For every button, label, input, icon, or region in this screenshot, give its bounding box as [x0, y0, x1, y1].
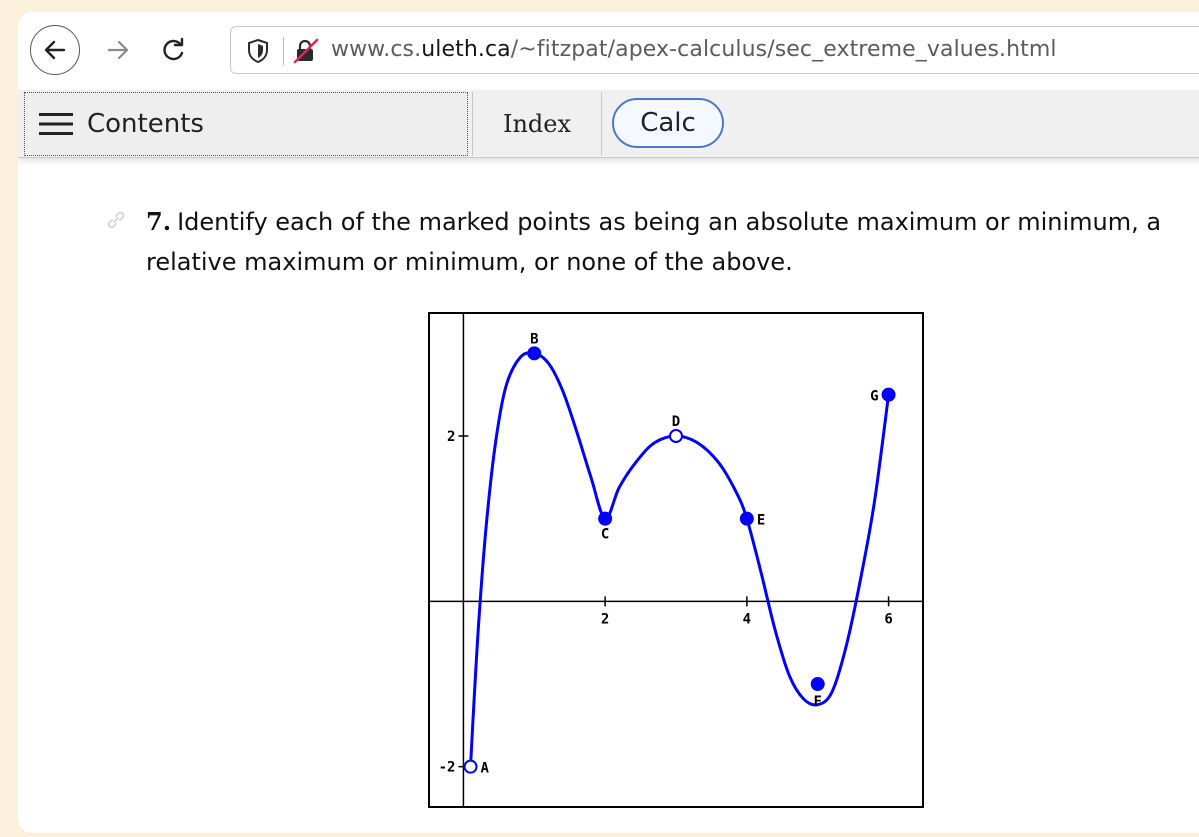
- permalink-icon[interactable]: [104, 208, 128, 232]
- shield-icon[interactable]: [247, 39, 269, 63]
- function-graph: 2 4 6 2 -2 A B C D E F G: [428, 312, 924, 808]
- plot-frame: [428, 312, 924, 808]
- url-path: /~fitzpat/apex-calculus/sec_extreme_valu…: [510, 37, 1057, 62]
- insecure-lock-icon[interactable]: [293, 38, 319, 64]
- point-label-b: B: [530, 331, 538, 347]
- point-b: [527, 346, 542, 361]
- forward-button[interactable]: [100, 32, 136, 68]
- point-label-c: C: [601, 527, 609, 543]
- url-host: uleth.ca: [421, 37, 511, 62]
- point-label-a: A: [481, 761, 490, 777]
- point-d: [669, 429, 683, 443]
- back-button[interactable]: [30, 25, 80, 75]
- contents-button[interactable]: Contents: [24, 92, 468, 156]
- point-label-d: D: [672, 414, 680, 430]
- site-navigation-bar: Contents Index Calc: [18, 90, 1199, 158]
- reload-icon: [163, 37, 184, 61]
- reload-button[interactable]: [156, 32, 192, 68]
- x-tick-label: 6: [884, 611, 892, 627]
- point-g: [881, 387, 896, 402]
- hamburger-menu-icon: [39, 113, 73, 135]
- arrow-right-icon: [107, 40, 129, 60]
- contents-label: Contents: [87, 109, 204, 139]
- point-f: [810, 677, 825, 691]
- y-tick-label: 2: [447, 429, 455, 445]
- point-e: [739, 511, 754, 526]
- x-tick-label: 4: [743, 611, 751, 627]
- exercise-question: 7.Identify each of the marked points as …: [146, 202, 1186, 282]
- exercise-number: 7.: [146, 207, 172, 236]
- point-label-g: G: [870, 389, 878, 405]
- calc-button[interactable]: Calc: [612, 98, 724, 148]
- point-a: [463, 759, 478, 774]
- arrow-left-icon: [44, 40, 66, 60]
- address-bar-divider: [283, 37, 284, 65]
- x-tick-label: 2: [601, 611, 609, 627]
- exercise-text: Identify each of the marked points as be…: [146, 208, 1162, 276]
- url-prefix: www.cs.: [331, 37, 422, 62]
- index-button[interactable]: Index: [472, 92, 602, 156]
- function-curve: [469, 351, 891, 767]
- address-bar[interactable]: www.cs.uleth.ca/~fitzpat/apex-calculus/s…: [230, 26, 1199, 74]
- browser-toolbar: www.cs.uleth.ca/~fitzpat/apex-calculus/s…: [18, 12, 1199, 90]
- browser-window: www.cs.uleth.ca/~fitzpat/apex-calculus/s…: [18, 12, 1199, 833]
- point-label-e: E: [757, 513, 765, 529]
- y-tick-label: -2: [439, 760, 456, 776]
- point-label-f: F: [813, 694, 821, 710]
- url-text[interactable]: www.cs.uleth.ca/~fitzpat/apex-calculus/s…: [331, 37, 1057, 62]
- point-c: [598, 511, 613, 526]
